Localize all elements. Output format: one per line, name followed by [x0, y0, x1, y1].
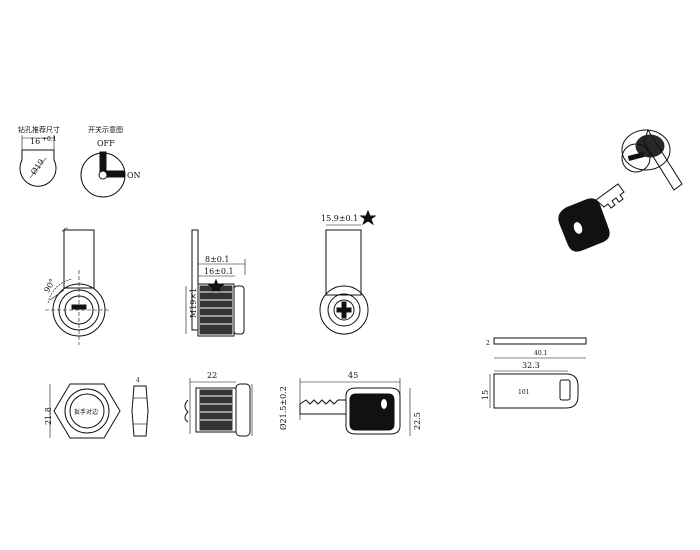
cam-plate-text: 101: [518, 389, 529, 396]
key-view: 45 22.5: [299, 371, 422, 436]
key-head-3d: [558, 198, 610, 252]
lock-head-side: [233, 285, 245, 335]
off-label: OFF: [97, 139, 115, 148]
lock-body-front: [319, 285, 369, 335]
cam-length-1-label: 8±0.1: [205, 255, 230, 264]
front-hex-view: 21.8 扳手对边: [44, 383, 121, 439]
cross-keyhole: [336, 301, 352, 319]
drill-hole-shape: [19, 149, 57, 187]
drill-width-tolerance: +0.1: [42, 136, 57, 143]
hex-label: 扳手对边: [74, 408, 98, 416]
on-label: ON: [127, 171, 141, 180]
side-thickness-view: 4: [131, 377, 149, 437]
cam-plate-side: [493, 337, 587, 345]
cam-slot-length-label: 32.3: [522, 361, 540, 370]
key-head-fill: [349, 393, 395, 431]
key-pins: [184, 399, 189, 423]
front-view-angle: 90°: [42, 227, 110, 345]
key-3d-illustration: [558, 183, 625, 252]
cam-side: [191, 229, 199, 331]
cam-width-label: 15.9±0.1: [321, 214, 358, 223]
body-length-label: 22: [207, 371, 217, 380]
cam-plate-drawing: 2 40.1 32.3 15 101: [481, 337, 587, 409]
drill-diameter-label: Ø19: [29, 157, 46, 176]
front-height-label: 21.8: [44, 407, 53, 425]
cam-length-2-label: 16±0.1: [204, 267, 234, 276]
key-height-label: 22.5: [413, 412, 422, 430]
switch-diagram-section: 开关示意图 OFF ON: [80, 125, 141, 198]
cam-plate-outline: [493, 373, 579, 409]
drill-width-label: 16: [30, 137, 40, 146]
hex-nut-outline: [53, 383, 121, 439]
key-length-label: 45: [348, 371, 358, 380]
cam-height-label: 15: [481, 390, 490, 400]
drill-hole-section: 钻孔推荐尺寸 16 +0.1 Ø19: [18, 125, 60, 187]
side-view-threaded: 8±0.1 16±0.1 M19×1: [185, 229, 246, 337]
switch-diagram-caption: 开关示意图: [88, 125, 123, 134]
cam-small-label: 2: [486, 340, 490, 347]
key-blade: [299, 399, 347, 415]
star-icon-2: [359, 209, 377, 226]
thread-label: M19×1: [189, 288, 198, 318]
cam-front-outline: [325, 229, 362, 296]
drill-size-caption: 钻孔推荐尺寸: [18, 125, 60, 134]
cam-total-length-label: 40.1: [534, 350, 547, 357]
key-head-outline: [345, 387, 401, 435]
angle-label: 90°: [42, 277, 57, 294]
lock-3d-illustration: [621, 128, 683, 191]
nut-side: [131, 385, 149, 437]
thread-lines: [199, 285, 233, 335]
body-diameter-label: Ø21.5±0.2: [279, 386, 288, 430]
cam-width-view: 15.9±0.1: [319, 209, 377, 335]
key-blade-3d: [595, 183, 625, 209]
lock-head: [235, 383, 251, 437]
body-length-view: 22 Ø21.5±0.2: [184, 371, 288, 437]
side-thickness-label: 4: [136, 377, 140, 384]
lock-cylinder-3d: [621, 129, 671, 171]
